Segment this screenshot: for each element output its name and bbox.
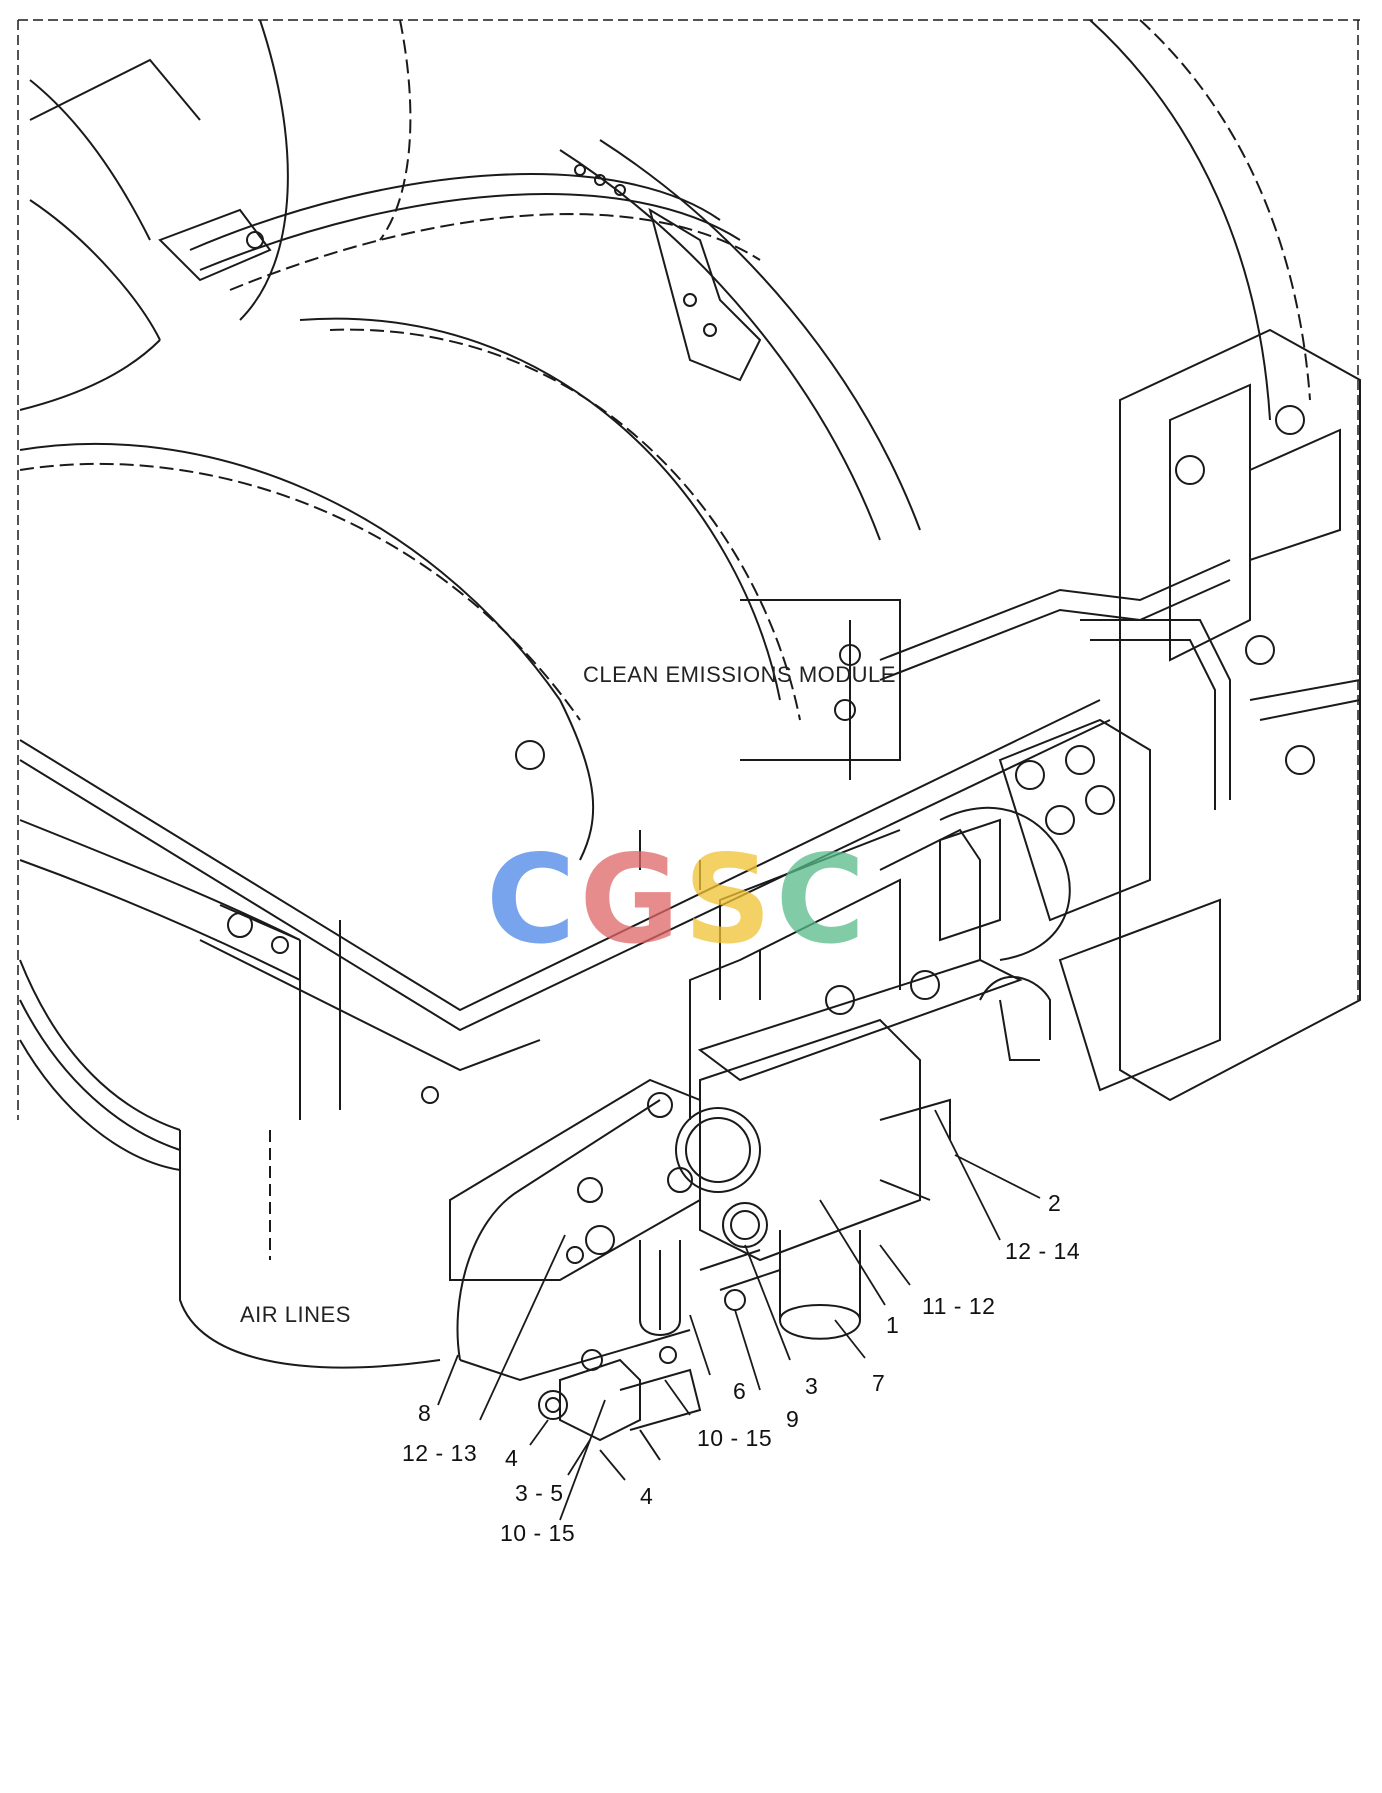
callout-11-12: 11 - 12 bbox=[922, 1293, 996, 1319]
watermark-letter-4: C bbox=[775, 829, 870, 971]
callout-3: 3 bbox=[805, 1373, 819, 1399]
mounting-straps bbox=[158, 139, 921, 541]
watermark-letter-3: S bbox=[683, 829, 776, 971]
callout-12-13: 12 - 13 bbox=[402, 1440, 478, 1466]
frame-rails bbox=[19, 599, 1111, 1104]
caption-air-lines: AIR LINES bbox=[240, 1302, 351, 1327]
callout-7: 7 bbox=[872, 1370, 886, 1396]
frame bbox=[17, 19, 1360, 1120]
callout-10-15-lower: 10 - 15 bbox=[500, 1520, 576, 1546]
callout-4-left: 4 bbox=[505, 1445, 519, 1471]
right-valve-bank bbox=[879, 328, 1361, 1102]
callout-1: 1 bbox=[886, 1312, 900, 1338]
watermark-letter-2: G bbox=[579, 829, 684, 971]
callout-9: 9 bbox=[786, 1406, 800, 1432]
watermark: CGSC bbox=[486, 829, 906, 971]
callout-2: 2 bbox=[1048, 1190, 1062, 1216]
callout-3-5: 3 - 5 bbox=[515, 1480, 564, 1506]
leader-lines bbox=[437, 1109, 1041, 1521]
callout-8: 8 bbox=[418, 1400, 432, 1426]
callout-12-14: 12 - 14 bbox=[1005, 1238, 1081, 1264]
lower-canister bbox=[19, 317, 801, 1369]
upper-canister bbox=[19, 19, 1311, 421]
watermark-letter-1: C bbox=[486, 829, 580, 971]
callout-4-right: 4 bbox=[640, 1483, 654, 1509]
callout-6: 6 bbox=[733, 1378, 747, 1404]
callout-10-15-upper: 10 - 15 bbox=[697, 1425, 773, 1451]
governor-assembly bbox=[449, 806, 1071, 1461]
caption-clean-emissions-module: CLEAN EMISSIONS MODULE bbox=[583, 662, 896, 687]
